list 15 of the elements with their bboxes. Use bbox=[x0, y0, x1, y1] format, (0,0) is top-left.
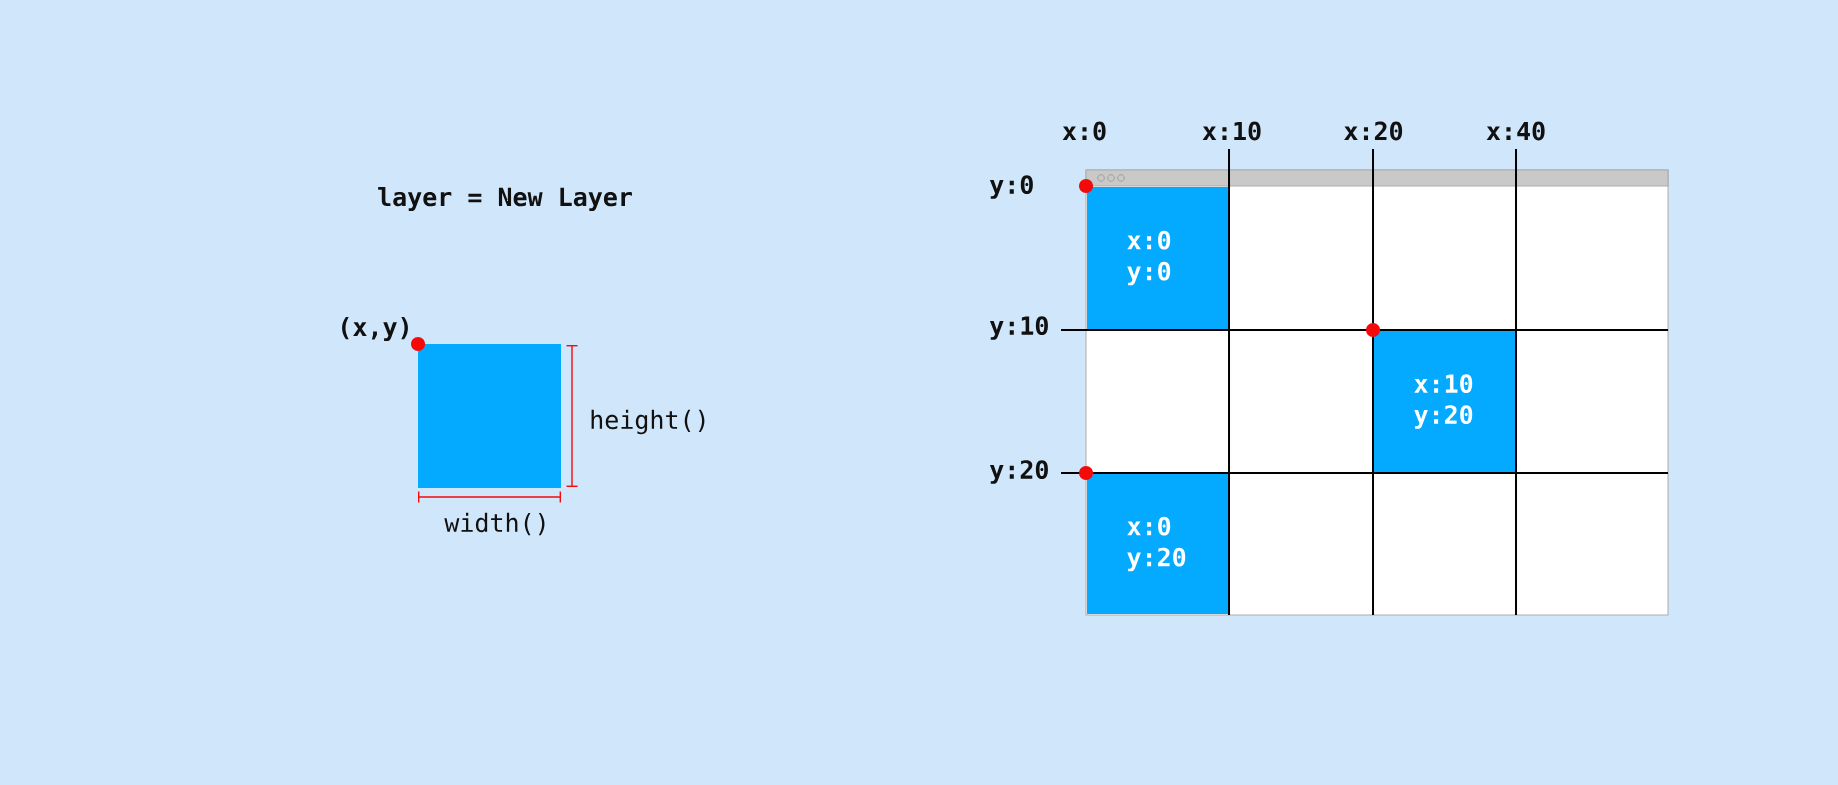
y-coordinate-label: y:0 bbox=[989, 175, 1033, 199]
dimension-label: width() bbox=[444, 512, 545, 536]
filled-cell: x:10 y:20 bbox=[1374, 331, 1515, 472]
filled-cell: x:0 y:20 bbox=[1087, 474, 1228, 614]
code-text: layer = New Layer bbox=[378, 186, 632, 212]
y-coordinate-label: y:10 bbox=[989, 316, 1048, 340]
square bbox=[418, 344, 561, 488]
y-coordinate-label: y:20 bbox=[989, 460, 1048, 484]
x-coordinate-label: x:20 bbox=[1344, 121, 1403, 141]
x-coordinate-label: x:40 bbox=[1486, 121, 1545, 141]
dimension-label: height() bbox=[591, 409, 705, 435]
filled-cell: x:0 y:0 bbox=[1087, 187, 1228, 329]
x-coordinate-label: x:10 bbox=[1202, 121, 1261, 141]
x-coordinate-label: x:0 bbox=[1062, 121, 1106, 141]
coordinate-label: (x,y) bbox=[342, 316, 408, 342]
